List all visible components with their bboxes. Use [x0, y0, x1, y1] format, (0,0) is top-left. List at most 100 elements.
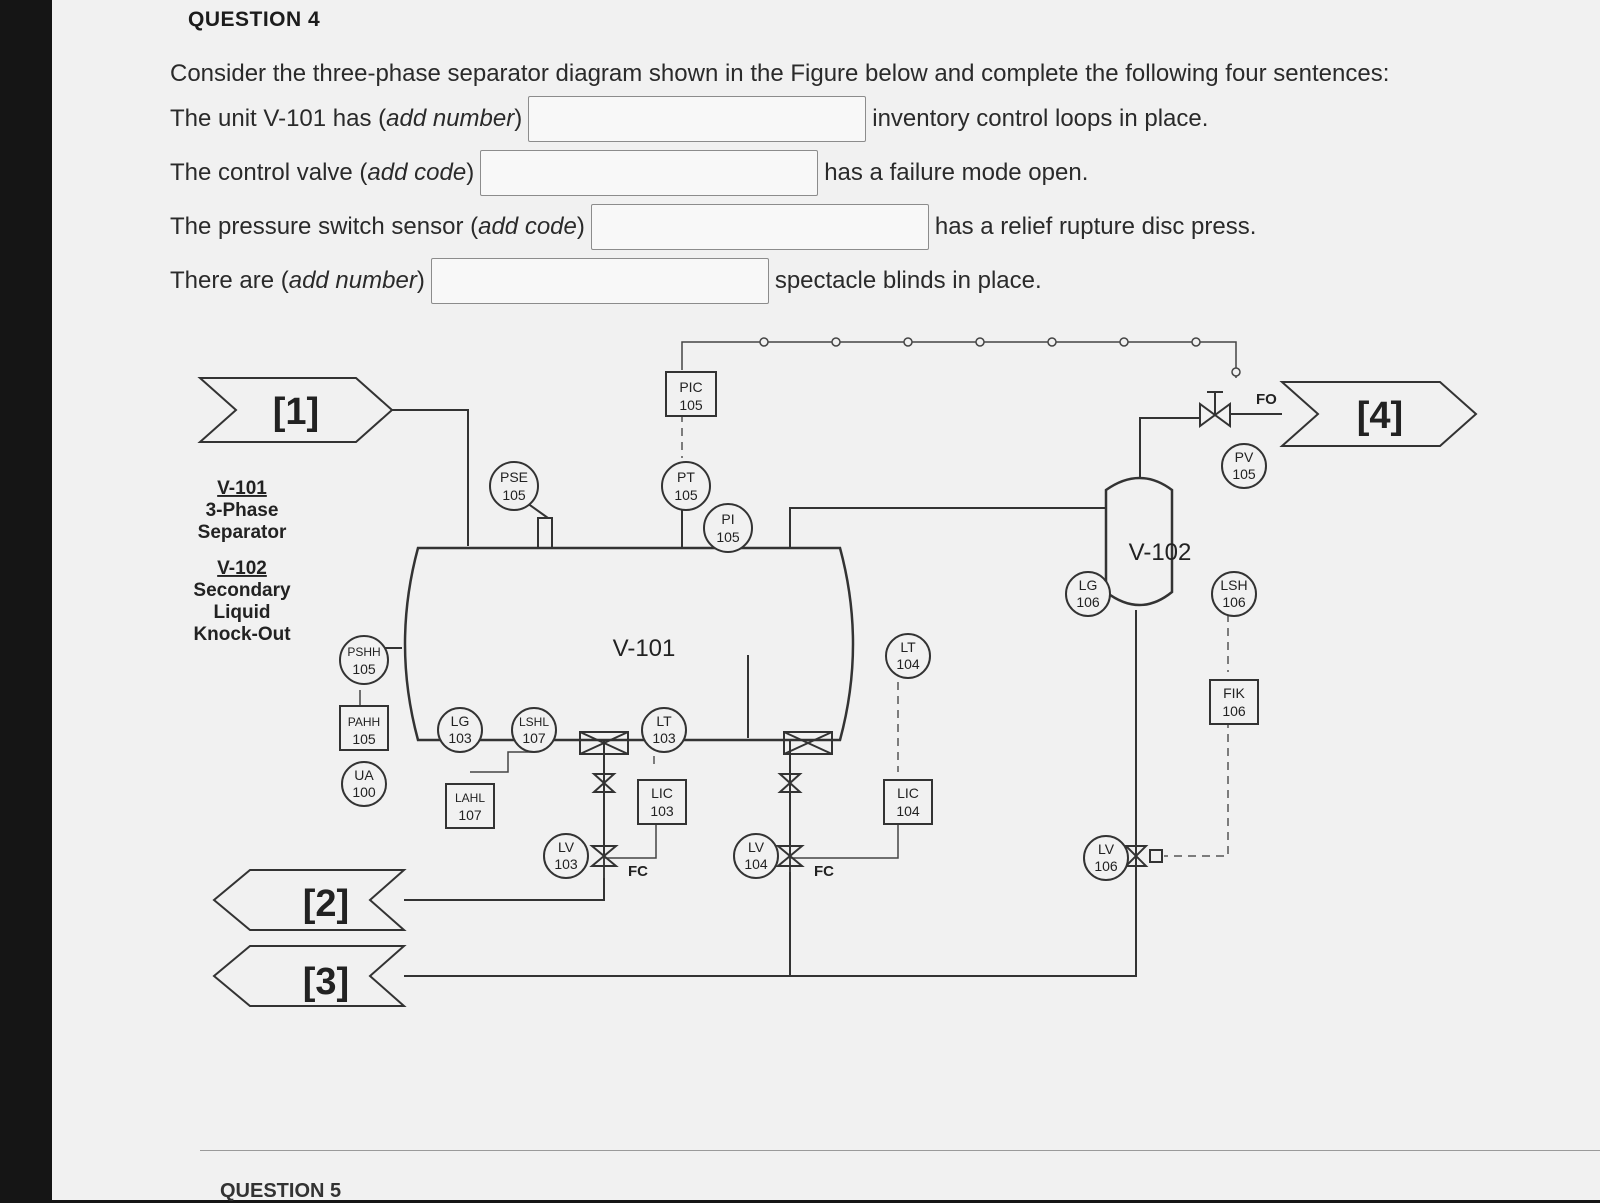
lshl-107-bubble — [511, 707, 557, 753]
vessel-v102-label: V-102 — [1129, 539, 1192, 566]
answer-input-4[interactable] — [430, 258, 769, 304]
stream-2-label: [2] — [303, 883, 349, 925]
block-valve-2 — [777, 773, 803, 793]
pahh-105-box — [339, 705, 389, 751]
pv-105-num: 105 — [1232, 466, 1256, 482]
gas-outlet-line — [1139, 417, 1200, 478]
lt-104-num: 104 — [896, 656, 920, 672]
vapor-line — [789, 507, 1106, 548]
v102-liquid-line — [404, 610, 1137, 977]
ua-100-bubble — [341, 761, 387, 807]
pv-105-tag: PV — [1235, 449, 1254, 465]
lv-106-bubble — [1083, 835, 1129, 881]
ua-100-num: 100 — [352, 784, 376, 800]
lv-104-bubble — [733, 833, 779, 879]
lic-103-tag: LIC — [651, 785, 673, 801]
stream-3-label: [3] — [303, 961, 349, 1003]
lic-104-tag: LIC — [897, 785, 919, 801]
lshl-lahl-signal — [470, 751, 534, 773]
pic-105-box — [665, 371, 717, 417]
lshl-107-num: 107 — [522, 730, 546, 746]
pshh-105-bubble — [339, 635, 389, 685]
lv-103-tag: LV — [558, 839, 575, 855]
lt-103-bubble — [641, 707, 687, 753]
lv-103-num: 103 — [554, 856, 578, 872]
block-valve-1 — [591, 773, 617, 793]
lt-103-tag: LT — [656, 713, 672, 729]
answer-input-1[interactable] — [528, 96, 867, 142]
lg-103-num: 103 — [448, 730, 472, 746]
pi-105-num: 105 — [716, 529, 740, 545]
lic-103-num: 103 — [650, 803, 674, 819]
vessel-v101-shell — [403, 546, 855, 742]
pse-105-tag: PSE — [500, 469, 528, 485]
stream-4-label: [4] — [1357, 395, 1403, 437]
lic103-lv103-signal — [603, 820, 657, 878]
pahh-105-tag: PAHH — [348, 715, 380, 729]
stream-1-arrow — [197, 377, 394, 443]
spectacle-blind-2 — [783, 731, 833, 755]
lg-106-bubble — [1065, 571, 1111, 617]
lv106-actuator — [1149, 849, 1163, 863]
pshh-105-tag: PSHH — [347, 645, 380, 659]
vessel-v102-shell — [1104, 476, 1174, 607]
pt-105-num: 105 — [674, 487, 698, 503]
stream-4-arrow — [1279, 381, 1478, 447]
pse-105-num: 105 — [502, 487, 526, 503]
lv104-valve-body — [775, 845, 805, 867]
question-title: QUESTION 4 — [188, 8, 321, 31]
pv105-valve-body — [1199, 402, 1231, 428]
lv-104-tag: LV — [748, 839, 765, 855]
fik-106-tag: FIK — [1223, 685, 1245, 701]
pic-105-num: 105 — [679, 397, 703, 413]
question-prompt: Consider the three-phase separator diagr… — [170, 60, 1390, 87]
lv104-fc-label: FC — [814, 863, 834, 880]
legend-v101-desc-1: 3-Phase — [206, 500, 279, 521]
lahl-107-tag: LAHL — [455, 791, 485, 805]
legend-v101-desc-2: Separator — [198, 522, 287, 543]
sentence-1: The unit V-101 has (add number) inventor… — [170, 96, 1208, 142]
pv-105-bubble — [1221, 443, 1267, 489]
legend-v101-tag: V-101 — [217, 478, 267, 499]
inlet-line — [392, 409, 469, 546]
pshh-105-num: 105 — [352, 661, 376, 677]
pic-105-tag: PIC — [679, 379, 702, 395]
lahl-107-num: 107 — [458, 807, 482, 823]
lv103-fc-label: FC — [628, 863, 648, 880]
legend-v102-desc-2: Liquid — [214, 602, 271, 623]
pv105-fo-label: FO — [1256, 391, 1277, 408]
lv103-valve-body — [589, 845, 619, 867]
lg-106-num: 106 — [1076, 594, 1100, 610]
question-sheet — [52, 0, 1600, 1200]
answer-input-2[interactable] — [480, 150, 819, 196]
water-outlet-line — [404, 740, 605, 901]
ua-100-tag: UA — [354, 767, 374, 783]
pi-105-tag: PI — [721, 511, 734, 527]
lic-104-box — [883, 779, 933, 825]
lg-103-tag: LG — [451, 713, 470, 729]
spectacle-blind-1 — [579, 731, 629, 755]
sentence-2: The control valve (add code) has a failu… — [170, 150, 1088, 196]
lsh-106-num: 106 — [1222, 594, 1246, 610]
lv-106-tag: LV — [1098, 841, 1115, 857]
lg-103-bubble — [437, 707, 483, 753]
lahl-107-box — [445, 783, 495, 829]
pt-105-tag: PT — [677, 469, 695, 485]
lic-104-num: 104 — [896, 803, 920, 819]
lv-103-bubble — [543, 833, 589, 879]
legend-v102-desc-1: Secondary — [193, 580, 291, 601]
lsh-106-bubble — [1211, 571, 1257, 617]
legend-v102-desc-3: Knock-Out — [193, 624, 291, 645]
pi-105-bubble — [703, 503, 753, 553]
answer-input-3[interactable] — [590, 204, 929, 250]
lv-104-num: 104 — [744, 856, 768, 872]
vessel-v101-label: V-101 — [613, 635, 676, 662]
lt-104-bubble — [885, 633, 931, 679]
stream-3-arrow — [212, 945, 407, 1007]
pt-105-bubble — [661, 461, 711, 511]
fik-106-num: 106 — [1222, 703, 1246, 719]
lsh-106-tag: LSH — [1220, 577, 1247, 593]
lic104-lv104-signal — [789, 820, 899, 872]
pse-105-bubble — [489, 461, 539, 511]
